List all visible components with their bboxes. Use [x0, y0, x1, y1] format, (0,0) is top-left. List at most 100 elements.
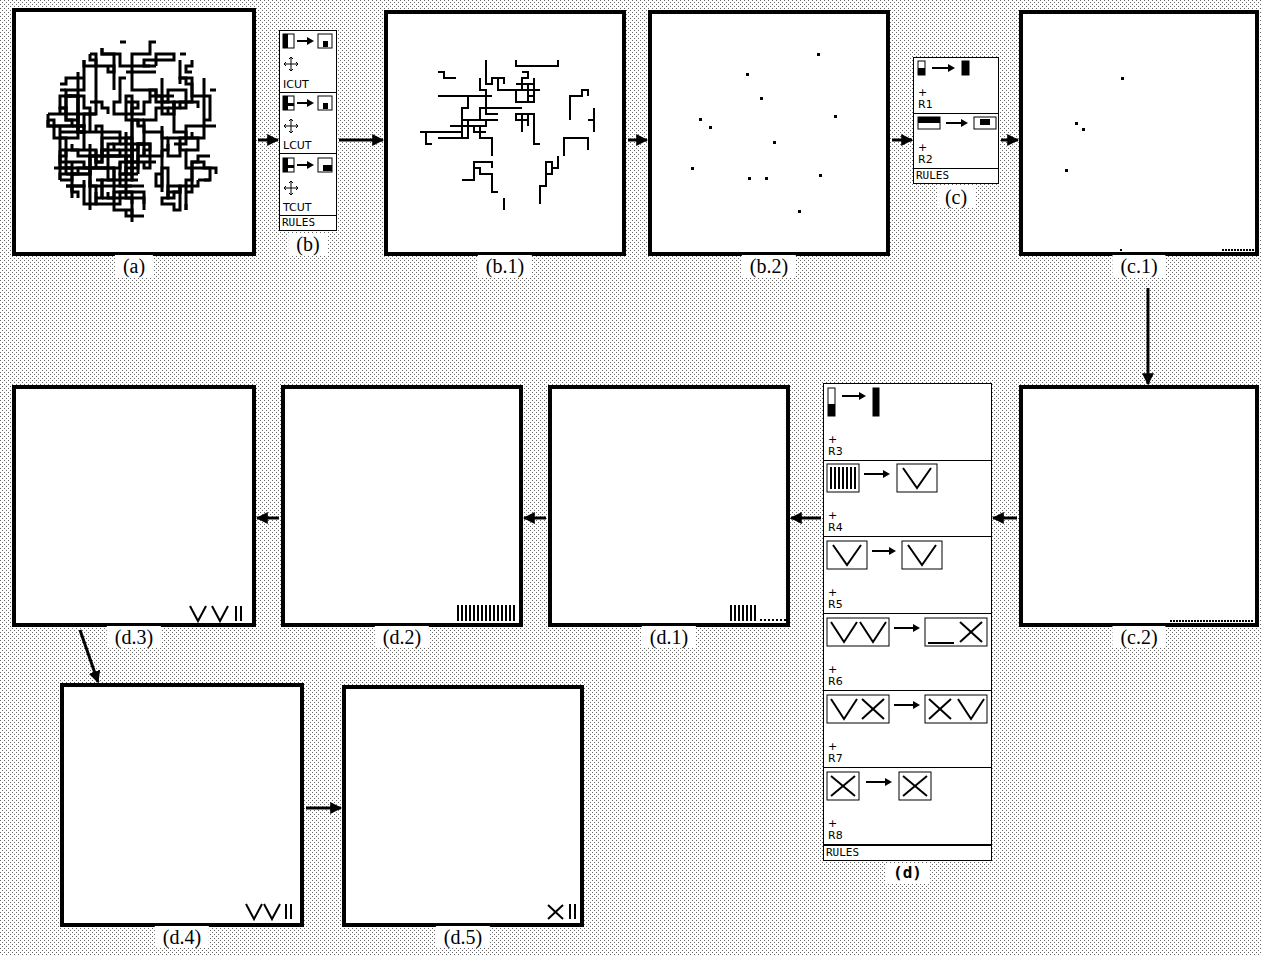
flow-arrow [1001, 139, 1018, 142]
cell-dot [760, 97, 763, 100]
cell-dot [1121, 77, 1124, 80]
flow-arrow [80, 630, 98, 682]
cell-dot [691, 167, 694, 170]
rules-label: RULES [280, 215, 336, 230]
cell-dot [760, 619, 762, 621]
rule-label-group: +R8 [828, 818, 843, 842]
state-panel: (d.4) [60, 683, 304, 927]
rule-icon [827, 464, 859, 492]
rule-icon [873, 388, 879, 416]
worm-pattern [60, 72, 78, 120]
worm-pattern [593, 108, 595, 132]
tally-bar [509, 605, 511, 621]
worm-pattern [162, 186, 180, 210]
cell-dot [1221, 620, 1223, 622]
cell-dot [764, 619, 766, 621]
worm-pattern [89, 180, 92, 210]
rule-arrow-head [307, 37, 314, 45]
worm-pattern [456, 96, 468, 138]
rule-arrow [864, 473, 885, 475]
panel-caption: (c.2) [1112, 626, 1165, 648]
cell-dot [1218, 620, 1220, 622]
cell-dot [1225, 249, 1227, 251]
rule-icon [318, 96, 332, 110]
direction-symbol [284, 186, 286, 190]
cell-dot [765, 177, 768, 180]
rule-arrow-head [889, 547, 896, 555]
rule-label-group: +R3 [828, 434, 843, 458]
rule-icon [828, 388, 835, 416]
rule-icon [899, 772, 931, 800]
worm-pattern [156, 126, 162, 186]
rules-label: RULES [824, 845, 991, 860]
box-ground [913, 57, 999, 184]
rule-name: + [828, 741, 843, 753]
rule-label-group: +R7 [828, 741, 843, 765]
panel-caption: (d.2) [375, 626, 429, 648]
worm-pattern [138, 144, 156, 168]
worm-pattern [516, 60, 558, 66]
tally-x [831, 776, 855, 796]
cell-dot [1234, 249, 1236, 251]
tally-bar [473, 605, 475, 621]
rule-name: LCUT [283, 140, 312, 152]
tally-bar [574, 904, 576, 919]
worm-pattern [102, 48, 150, 66]
rule-name: R6 [828, 676, 843, 688]
flow-arrow [524, 517, 546, 520]
rules-box: +R3+R4+R5+R6+R7+R8RULES(d) [823, 383, 992, 861]
rule-name: + [918, 142, 933, 154]
cell-dot [1194, 620, 1196, 622]
worm-pattern [438, 72, 456, 78]
state-panel: (c.2) [1019, 385, 1259, 627]
rules-label: (b) [288, 233, 327, 255]
tally-bar [730, 605, 732, 621]
cell-dot [1252, 249, 1254, 251]
worm-pattern [438, 95, 492, 97]
tally-bar [830, 467, 832, 489]
direction-symbol [289, 131, 293, 133]
rules-box: +R1+R2RULES(c) [913, 57, 999, 184]
worm-pattern [108, 156, 138, 174]
state-panel: (d.1) [548, 385, 790, 627]
worm-pattern [186, 60, 192, 72]
illustration-layer [12, 8, 1259, 927]
tally-x [903, 776, 927, 796]
tally-bar [240, 606, 242, 621]
flow-arrow [791, 517, 821, 520]
worm-pattern [132, 42, 156, 72]
rule-arrow [946, 122, 963, 124]
tally-v [212, 606, 228, 621]
cell-dot [1206, 620, 1208, 622]
rule-box: +R1 [914, 58, 998, 114]
state-panel: (d.3) [12, 385, 256, 627]
rule-icon [918, 61, 925, 75]
worm-pattern [174, 144, 216, 174]
cell-dot [1200, 620, 1202, 622]
tally-bar [850, 467, 852, 489]
flow-arrow [306, 807, 341, 810]
rule-icon [980, 119, 990, 125]
box-ground [1019, 10, 1259, 256]
direction-symbol [284, 62, 286, 66]
rule-arrow [866, 781, 887, 783]
tally-x [862, 699, 884, 719]
rule-label-group: +R2 [918, 142, 933, 166]
tally-bar [842, 467, 844, 489]
tally-x [831, 776, 855, 796]
direction-symbol [291, 181, 292, 195]
rule-icon [827, 772, 859, 800]
rule-arrow-head [913, 624, 920, 632]
worm-pattern [96, 192, 144, 204]
cell-dot [1230, 620, 1232, 622]
rule-icon [318, 158, 332, 172]
rule-arrow [932, 67, 950, 69]
cell-dot [1251, 620, 1253, 622]
cell-dot [709, 126, 712, 129]
cell-dot [1120, 249, 1122, 251]
tally-v [908, 545, 936, 565]
rule-label-group: +R1 [918, 87, 933, 111]
worm-pattern [570, 90, 588, 120]
worm-pattern [486, 60, 504, 84]
direction-symbol [291, 57, 292, 71]
